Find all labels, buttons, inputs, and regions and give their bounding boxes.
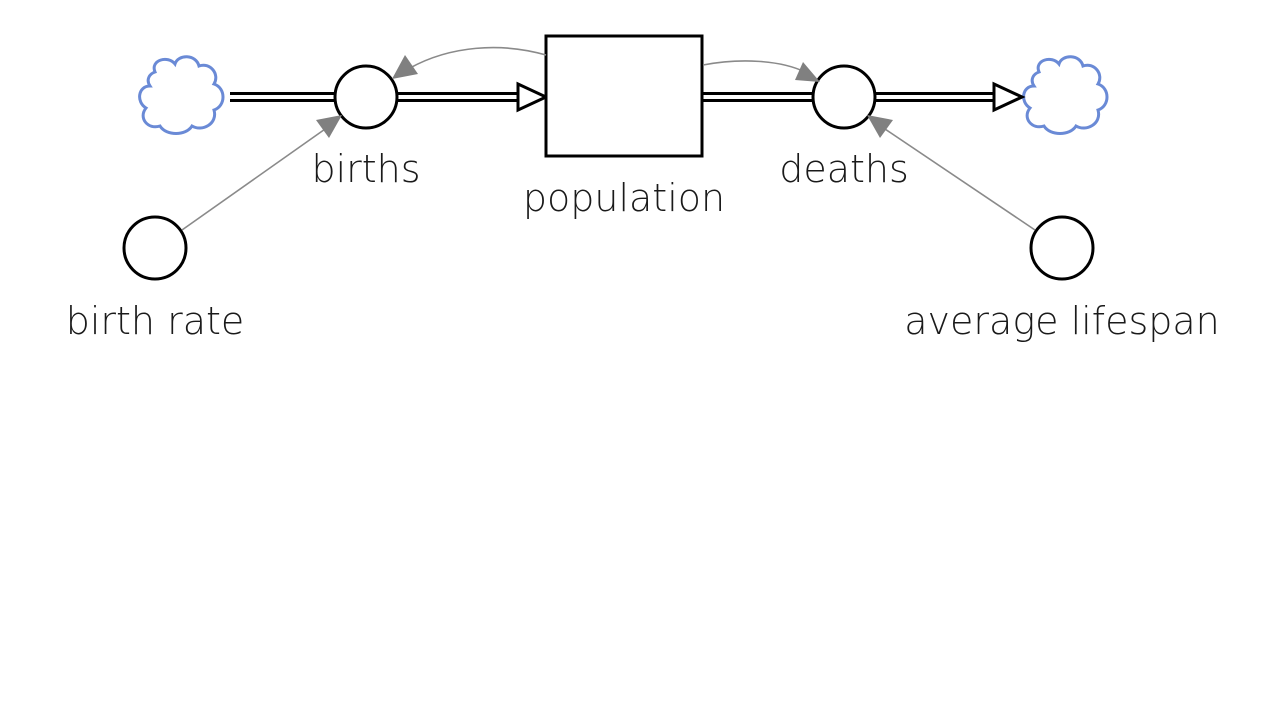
average-lifespan-auxiliary[interactable] [1029,215,1095,281]
births-valve[interactable] [333,64,399,130]
sink-cloud-icon [1022,55,1109,135]
average-lifespan-label: average lifespan [904,299,1220,343]
births-label: births [311,147,420,191]
birth-rate-label: birth rate [66,299,245,343]
population-stock[interactable] [544,34,704,158]
link-average-lifespan-to-deaths [867,115,1036,231]
population-label: population [523,176,725,220]
deaths-label: deaths [779,147,909,191]
birth-rate-auxiliary[interactable] [122,215,188,281]
link-birth-rate-to-births [181,115,342,231]
link-population-to-births [392,46,547,79]
deaths-valve[interactable] [811,64,877,130]
source-cloud-icon [138,55,225,135]
link-population-to-deaths [702,60,820,82]
